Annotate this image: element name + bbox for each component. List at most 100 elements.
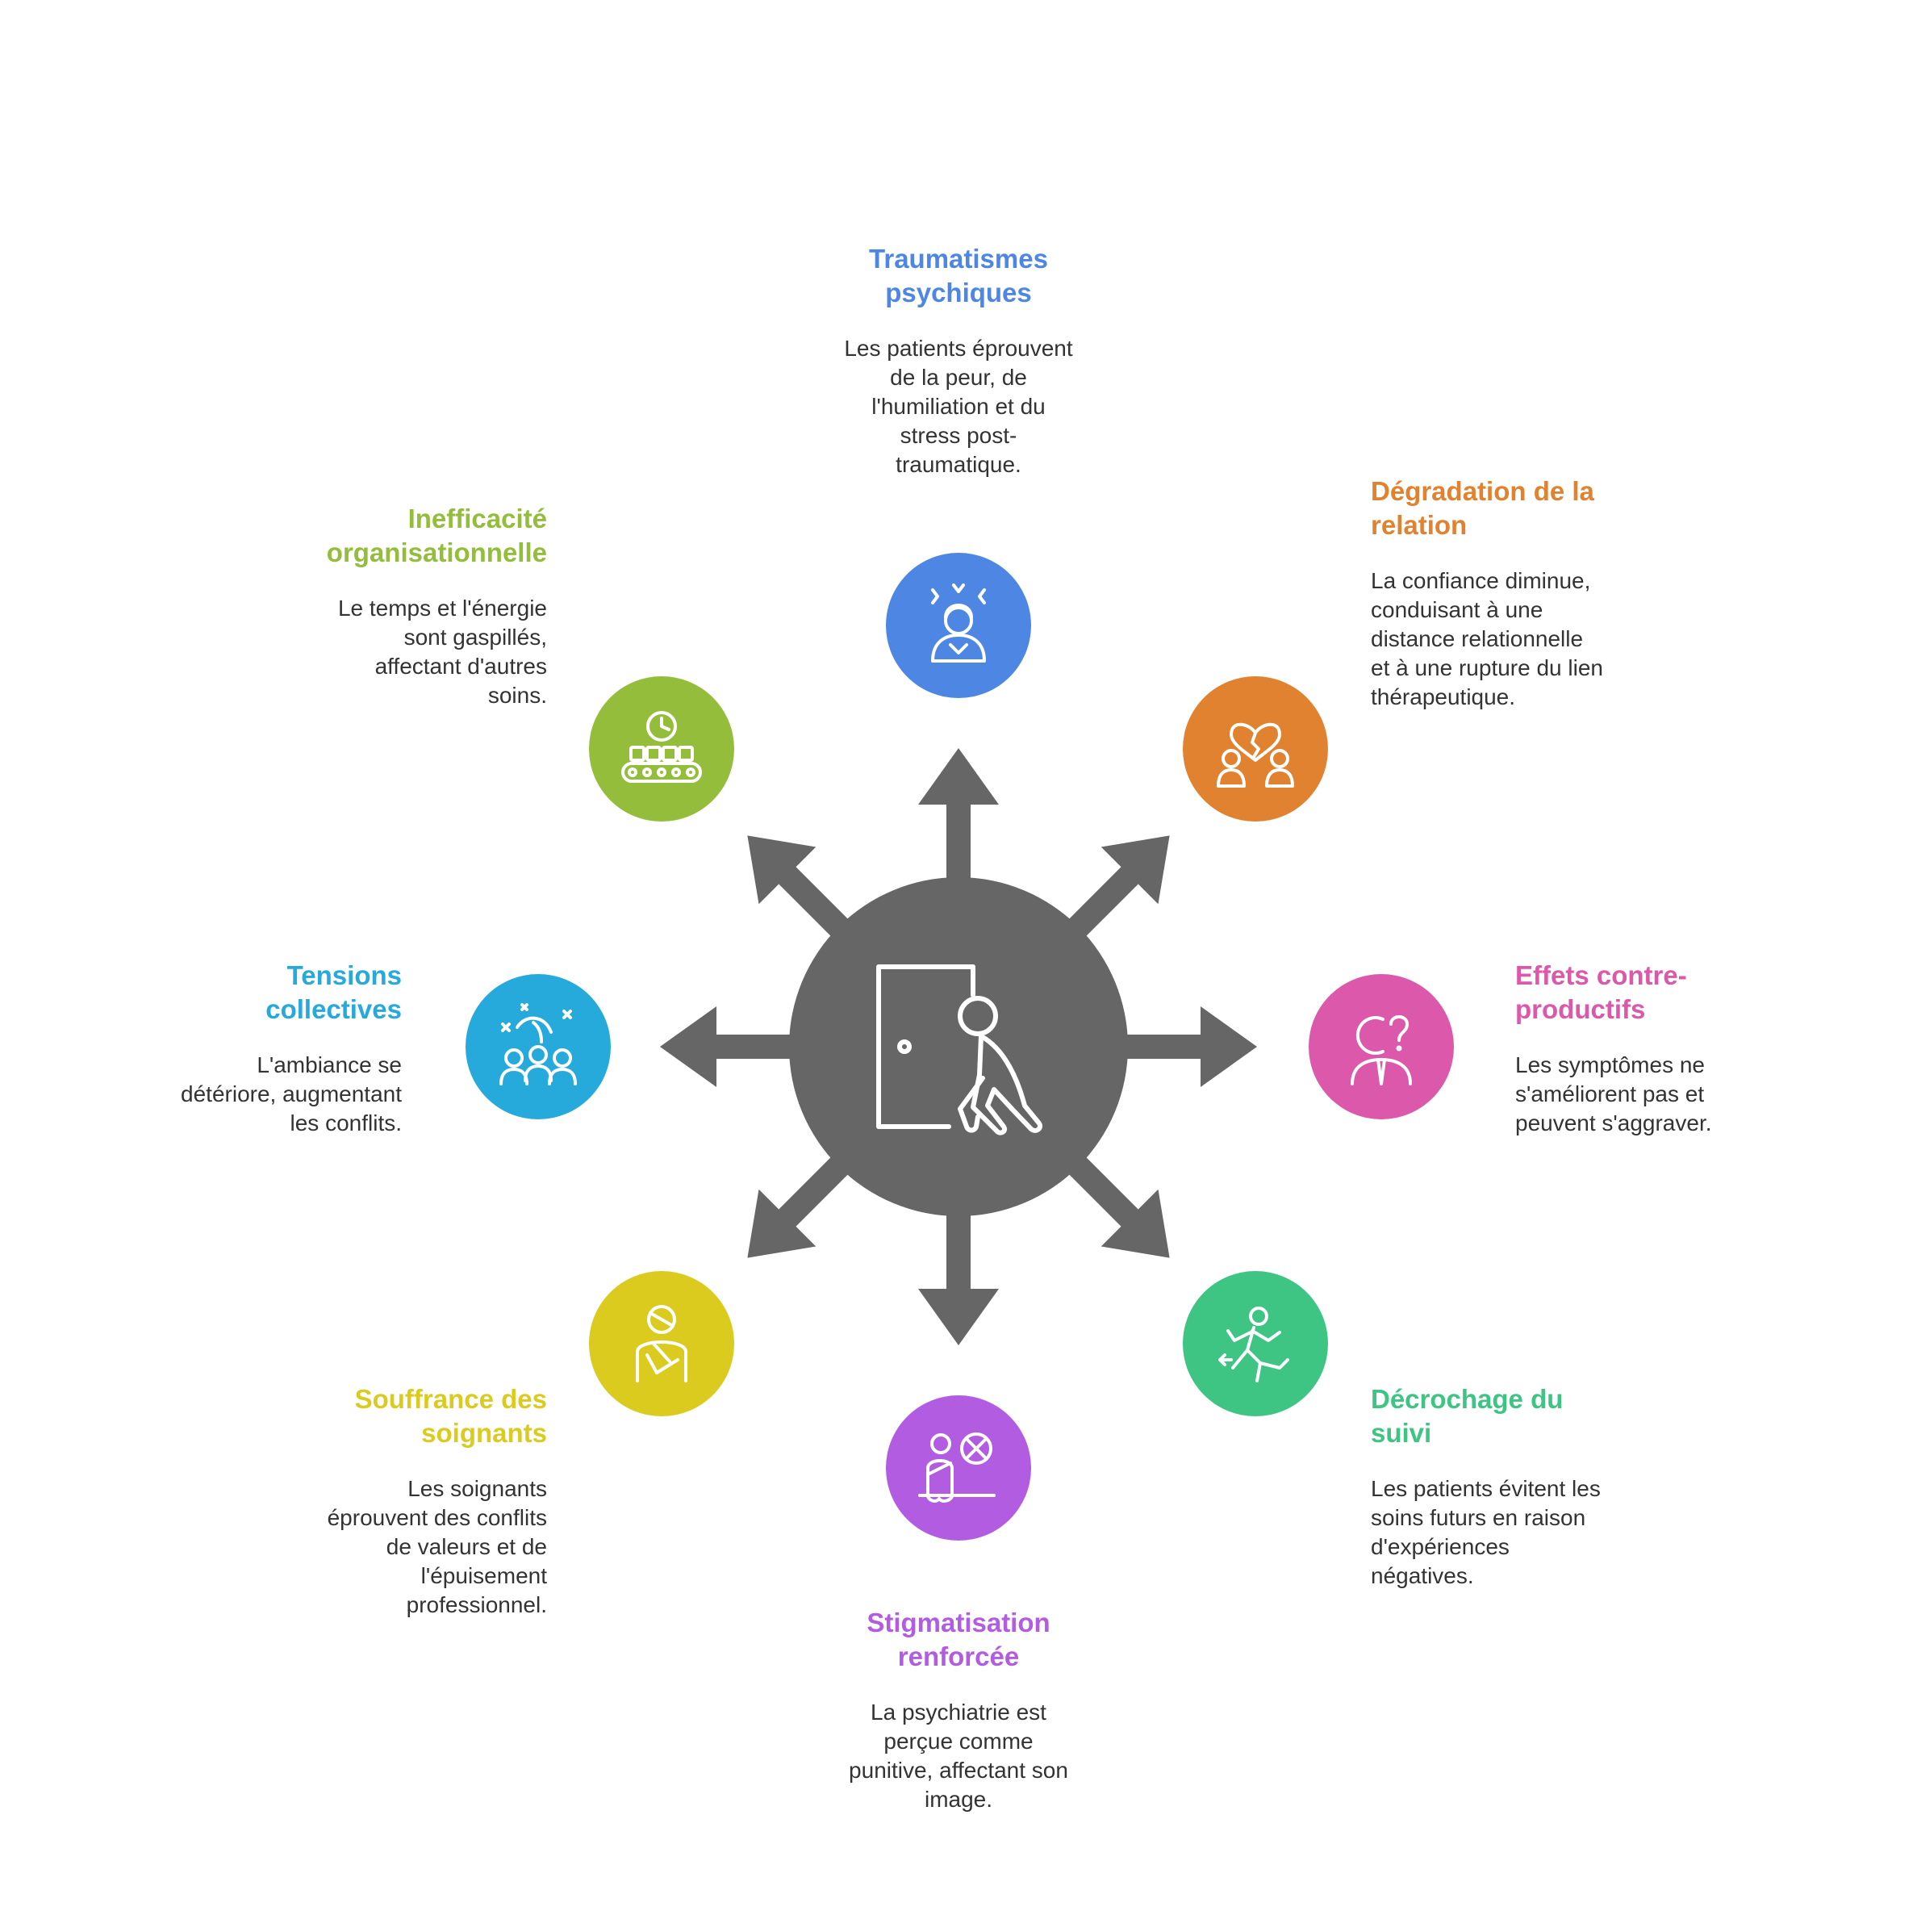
- node-circle: [1309, 974, 1454, 1119]
- arrow-up: [918, 748, 999, 926]
- item-description: Les patients évitent les soins futurs en …: [1371, 1474, 1637, 1591]
- title-line: relation: [1371, 510, 1468, 540]
- desc-line: de la peur, de: [890, 365, 1027, 390]
- item-title: Dégradation de la relation: [1371, 475, 1637, 542]
- title-line: psychiques: [885, 278, 1032, 307]
- desc-line: s'améliorent pas et: [1515, 1081, 1705, 1106]
- arrow-down: [918, 1168, 999, 1345]
- item-title: Décrochage du suivi: [1371, 1382, 1637, 1450]
- node-stigmatisation: [886, 1395, 1031, 1541]
- item-title: Inefficacité organisationnelle: [281, 502, 547, 570]
- desc-line: Le temps et l'énergie: [337, 596, 547, 621]
- desc-line: soins.: [487, 683, 547, 708]
- desc-line: l'épuisement: [420, 1563, 547, 1588]
- node-traumatismes: [886, 553, 1031, 698]
- distressed-person-icon: [931, 583, 986, 663]
- item-description: La psychiatrie est perçue comme punitive, …: [825, 1698, 1092, 1814]
- title-line: renforcée: [897, 1641, 1020, 1671]
- desc-line: L'ambiance se: [257, 1052, 402, 1077]
- desc-line: détériore, augmentant: [181, 1081, 402, 1106]
- title-line: Décrochage du: [1371, 1384, 1564, 1414]
- node-circle: [1183, 676, 1328, 822]
- item-title: Stigmatisation renforcée: [825, 1606, 1092, 1674]
- desc-line: négatives.: [1371, 1563, 1474, 1588]
- title-line: Dégradation de la: [1371, 476, 1594, 506]
- desc-line: sont gaspillés,: [403, 625, 547, 650]
- label-stigmatisation: Stigmatisation renforcée La psychiatrie es…: [825, 1606, 1092, 1814]
- node-decrochage: [1183, 1271, 1328, 1416]
- confused-person-icon: [1351, 1015, 1412, 1085]
- running-away-person-icon: [1218, 1307, 1289, 1382]
- node-tensions: [466, 974, 611, 1119]
- desc-line: de valeurs et de: [386, 1534, 547, 1559]
- title-line: Effets contre-: [1515, 960, 1687, 990]
- desc-line: Les symptômes ne: [1515, 1052, 1705, 1077]
- item-description: Les patients éprouvent de la peur, de l'hu…: [825, 334, 1092, 479]
- satellite-nodes: [466, 553, 1454, 1541]
- hub-circle: [789, 877, 1128, 1216]
- label-degradation: Dégradation de la relation La confiance di…: [1371, 475, 1637, 712]
- item-description: Les soignants éprouvent des conflits de va…: [281, 1474, 547, 1620]
- title-line: Inefficacité: [407, 504, 547, 533]
- desc-line: stress post-: [900, 423, 1017, 448]
- desc-line: Les patients éprouvent: [844, 336, 1073, 361]
- node-circle: [886, 553, 1031, 698]
- hub-arrows: [660, 748, 1257, 1345]
- item-description: Le temps et l'énergie sont gaspillés, affe…: [281, 594, 547, 710]
- item-description: L'ambiance se détériore, augmentant les co…: [136, 1051, 402, 1138]
- title-line: suivi: [1371, 1418, 1432, 1448]
- desc-line: Les soignants: [407, 1476, 547, 1501]
- title-line: Traumatismes: [869, 244, 1048, 274]
- desc-line: La psychiatrie est: [871, 1700, 1046, 1725]
- node-inefficacite: [589, 676, 734, 822]
- label-inefficacite: Inefficacité organisationnelle Le temps et…: [281, 502, 547, 710]
- arrow-right: [1080, 1006, 1257, 1087]
- node-souffrance: [589, 1271, 734, 1416]
- desc-line: soins futurs en raison: [1371, 1505, 1586, 1530]
- node-effets: [1309, 974, 1454, 1119]
- node-circle: [1183, 1271, 1328, 1416]
- group-conflict-icon: [499, 1003, 577, 1085]
- desc-line: peuvent s'aggraver.: [1515, 1110, 1712, 1135]
- node-circle: [886, 1395, 1031, 1541]
- desc-line: La confiance diminue,: [1371, 568, 1591, 593]
- item-title: Effets contre-productifs: [1515, 959, 1781, 1027]
- desc-line: Les patients évitent les: [1371, 1476, 1601, 1501]
- desc-line: l'humiliation et du: [871, 394, 1046, 419]
- title-line: Souffrance des: [354, 1384, 547, 1414]
- title-line: Stigmatisation: [867, 1608, 1050, 1637]
- title-line: organisationnelle: [326, 537, 547, 567]
- desc-line: conduisant à une: [1371, 597, 1543, 622]
- desc-line: image.: [924, 1787, 993, 1812]
- injured-person-icon: [636, 1305, 687, 1382]
- node-degradation: [1183, 676, 1328, 822]
- desc-line: thérapeutique.: [1371, 684, 1516, 709]
- desc-line: perçue comme: [883, 1729, 1034, 1754]
- desc-line: les conflits.: [290, 1110, 403, 1135]
- desc-line: affectant d'autres: [374, 654, 547, 679]
- desc-line: éprouvent des conflits: [327, 1505, 547, 1530]
- arrow-left: [660, 1006, 837, 1087]
- desc-line: punitive, affectant son: [849, 1758, 1068, 1783]
- item-title: Souffrance des soignants: [281, 1382, 547, 1450]
- door-exit-person-icon: [876, 964, 1042, 1135]
- desc-line: professionnel.: [406, 1592, 547, 1617]
- desc-line: distance relationnelle: [1371, 626, 1584, 651]
- item-title: Traumatismes psychiques: [825, 242, 1092, 310]
- isolated-person-icon: [918, 1432, 996, 1503]
- title-line: productifs: [1515, 994, 1646, 1024]
- title-line: Tensions: [286, 960, 402, 990]
- title-line: soignants: [421, 1418, 547, 1448]
- desc-line: et à une rupture du lien: [1371, 655, 1603, 680]
- desc-line: traumatique.: [896, 452, 1021, 477]
- broken-heart-people-icon: [1217, 722, 1294, 788]
- item-description: La confiance diminue, conduisant à une dis…: [1371, 567, 1637, 712]
- desc-line: d'expériences: [1371, 1534, 1510, 1559]
